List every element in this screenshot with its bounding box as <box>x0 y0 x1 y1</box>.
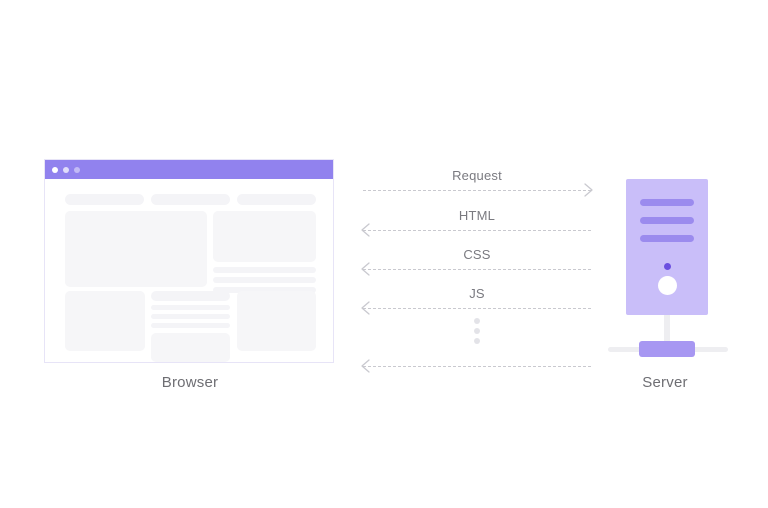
wireframe-line <box>213 277 316 283</box>
wireframe-pill <box>151 291 230 301</box>
flow-row-request: Request <box>363 168 593 197</box>
wireframe-pill <box>237 194 316 205</box>
wireframe-block <box>213 211 316 262</box>
flow-ellipsis-icon <box>363 318 591 344</box>
window-dot-icon-3 <box>74 166 80 173</box>
wireframe-pill <box>151 194 230 205</box>
server-led-icon <box>664 263 671 270</box>
flow-row-css: CSS <box>361 247 591 276</box>
flow-dashed-line <box>363 230 591 232</box>
flow-row-more <box>361 344 591 373</box>
arrow-right-icon <box>584 183 593 197</box>
wireframe-line <box>151 314 230 319</box>
wireframe-pill <box>65 194 144 205</box>
ellipsis-dot <box>474 318 480 324</box>
server-stand-post <box>664 315 670 347</box>
flow-row-js: JS <box>361 286 591 315</box>
window-dot-icon-2 <box>63 166 69 173</box>
wireframe-line <box>213 267 316 273</box>
arrow-left-icon <box>361 262 370 276</box>
request-response-flow: Request HTML CSS JS <box>361 168 593 373</box>
ellipsis-dot <box>474 338 480 344</box>
arrow-left-icon <box>361 223 370 237</box>
browser-window <box>44 159 334 363</box>
arrow-left-icon <box>361 359 370 373</box>
server-slot-bar <box>640 199 694 206</box>
window-dot-icon-1 <box>52 166 58 173</box>
wireframe-line <box>151 305 230 310</box>
server-tower <box>626 179 708 315</box>
arrow-left-icon <box>361 301 370 315</box>
flow-dashed-line <box>363 308 591 310</box>
wireframe-line <box>213 287 316 293</box>
browser-label: Browser <box>161 374 219 391</box>
server-slot-bar <box>640 235 694 242</box>
server-power-button-icon <box>658 276 677 295</box>
server-label: Server <box>642 374 688 391</box>
flow-label: HTML <box>458 208 496 223</box>
browser-titlebar <box>45 160 333 179</box>
flow-dashed-line <box>363 366 591 368</box>
browser-illustration <box>44 159 336 363</box>
server-stand-base <box>639 341 695 357</box>
wireframe-block <box>151 333 230 362</box>
server-slot-bar <box>640 217 694 224</box>
ellipsis-dot <box>474 328 480 334</box>
browser-content-wireframe <box>45 179 333 362</box>
wireframe-block <box>65 211 207 287</box>
flow-label: Request <box>452 168 502 183</box>
flow-label: JS <box>469 286 485 301</box>
wireframe-line <box>151 323 230 328</box>
flow-dashed-line <box>363 190 591 192</box>
wireframe-block <box>65 291 145 351</box>
server-illustration <box>608 179 728 363</box>
flow-dashed-line <box>363 269 591 271</box>
flow-label: CSS <box>463 247 491 262</box>
flow-row-html: HTML <box>361 208 591 237</box>
wireframe-block <box>237 291 316 351</box>
